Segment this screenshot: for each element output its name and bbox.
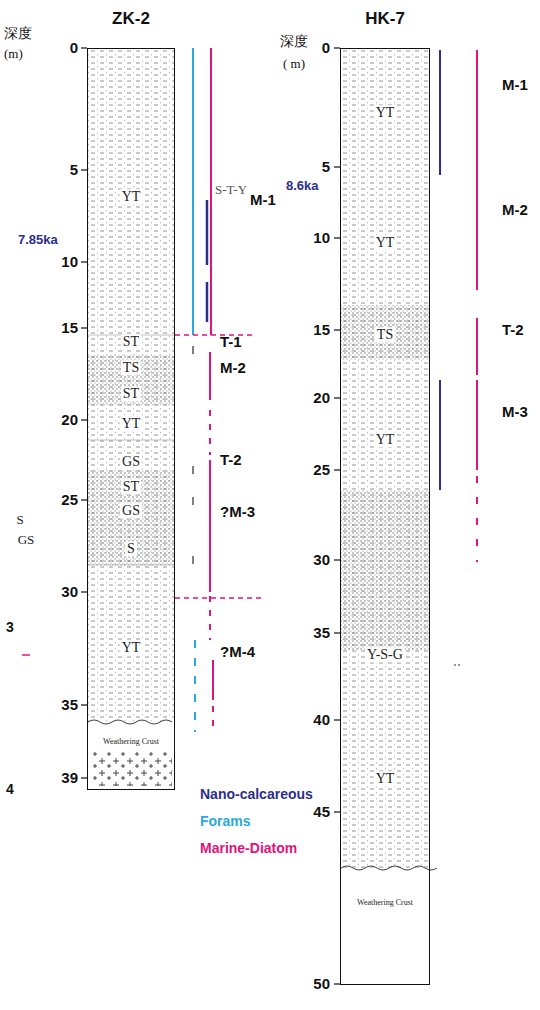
crust-label: Weathering Crust xyxy=(101,738,161,747)
lithology-label: YT xyxy=(120,189,143,204)
axis-title: 深度 xyxy=(280,34,308,49)
marker-label: T-2 xyxy=(220,452,242,469)
depth-value: 35 xyxy=(61,697,78,714)
depth-value: 50 xyxy=(313,976,330,993)
stray-number: 4 xyxy=(6,782,14,797)
lithology-label: YT xyxy=(374,105,397,120)
lithology-label: GS xyxy=(120,503,142,518)
depth-value: 15 xyxy=(313,322,330,339)
marker-label: M-3 xyxy=(502,404,528,421)
depth-value: 0 xyxy=(70,40,78,57)
legend-swatch: Forams xyxy=(200,813,251,829)
lithology-label: S xyxy=(16,513,23,527)
age-label: 7.85ka xyxy=(18,233,58,247)
axis-unit: ( m) xyxy=(283,57,305,71)
depth-value: 30 xyxy=(61,584,78,601)
lithology-label: YT xyxy=(120,640,143,655)
depth-value: 20 xyxy=(61,412,78,429)
depth-value: 15 xyxy=(61,320,78,337)
lithology-label: TS xyxy=(121,360,141,375)
marker-label: M-2 xyxy=(220,360,246,377)
depth-value: 45 xyxy=(313,804,330,821)
lithology-label: GS xyxy=(120,454,142,469)
lithology-label: TS xyxy=(375,327,395,342)
depth-value: 35 xyxy=(313,625,330,642)
stray-number: 3 xyxy=(6,620,14,635)
depth-value: 25 xyxy=(61,492,78,509)
age-label: 8.6ka xyxy=(286,179,319,193)
marker-label: ?M-3 xyxy=(220,504,255,521)
marker-label: T-2 xyxy=(502,322,524,339)
unit-label: S-T-Y xyxy=(215,183,247,197)
axis-title: 深度 xyxy=(4,26,32,41)
depth-value: 39 xyxy=(61,770,78,787)
lithology-label: GS xyxy=(18,533,35,547)
marker-label: M-1 xyxy=(502,77,528,94)
depth-value: 30 xyxy=(313,552,330,569)
lithology-label: YT xyxy=(374,235,397,250)
depth-value: 40 xyxy=(313,712,330,729)
lithology-label: YT xyxy=(120,416,143,431)
lithology-label: YT xyxy=(374,432,397,447)
crust-label: Weathering Crust xyxy=(355,899,415,908)
marker-label: ?M-4 xyxy=(220,644,255,661)
lithology-label: Y-S-G xyxy=(365,647,405,662)
legend-text: Marine-Diatom xyxy=(200,840,297,856)
legend-text: Forams xyxy=(200,813,251,829)
depth-value: 10 xyxy=(61,254,78,271)
lithology-label: S xyxy=(125,541,137,556)
legend-swatch: Marine-Diatom xyxy=(200,840,297,856)
borehole-column: HK-7 xyxy=(340,48,430,985)
legend-swatch: Nano-calcareous xyxy=(200,786,313,802)
legend-text: Nano-calcareous xyxy=(200,786,313,802)
depth-value: 20 xyxy=(313,390,330,407)
depth-value: 10 xyxy=(313,230,330,247)
marker-label: M-2 xyxy=(502,202,528,219)
column-title: HK-7 xyxy=(365,9,405,29)
lithology-label: YT xyxy=(374,771,397,786)
marker-label: T-1 xyxy=(220,334,242,351)
column-title: ZK-2 xyxy=(112,9,150,29)
lithology-label: ST xyxy=(121,334,141,349)
lithology-label: ST xyxy=(121,386,141,401)
marker-label: M-1 xyxy=(250,192,276,209)
depth-value: 0 xyxy=(322,40,330,57)
depth-value: 25 xyxy=(313,462,330,479)
axis-unit: (m) xyxy=(4,47,23,61)
depth-value: 5 xyxy=(322,159,330,176)
lithology-label: ST xyxy=(121,479,141,494)
depth-value: 5 xyxy=(70,162,78,179)
